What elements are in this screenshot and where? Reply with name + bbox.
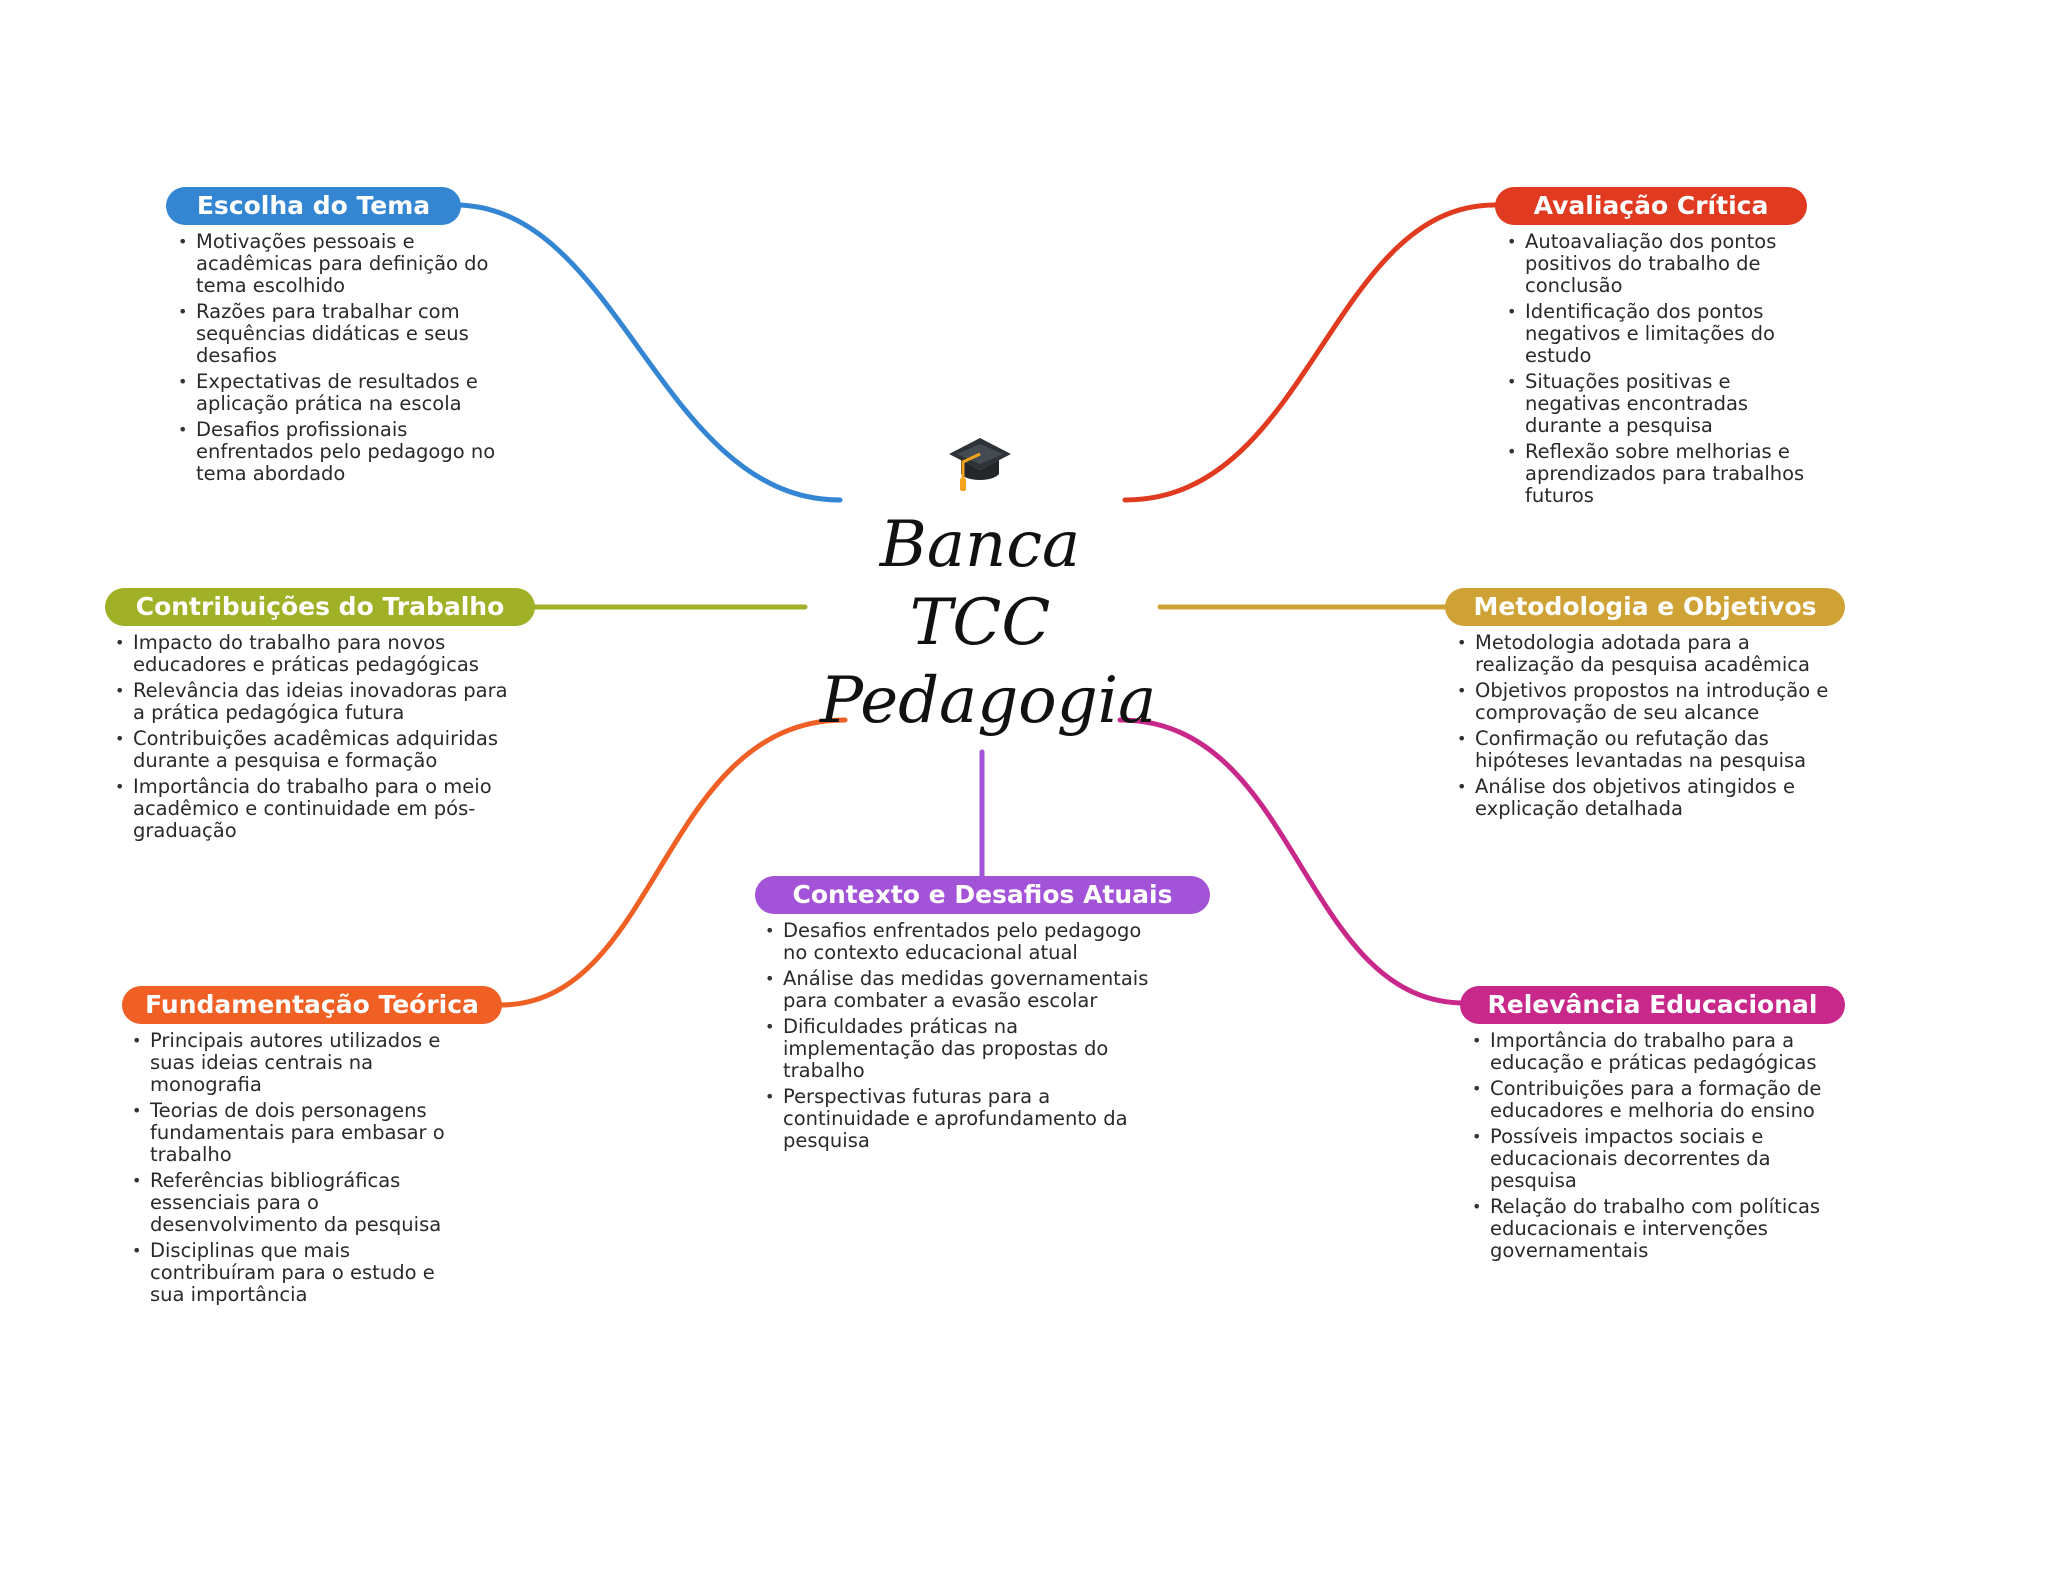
branch-fundamentacao-teorica: Fundamentação Teórica Principais autores… <box>122 986 512 1310</box>
branch-contribuicoes-do-trabalho: Contribuições do Trabalho Impacto do tra… <box>105 588 535 846</box>
branch-title-escolha-do-tema[interactable]: Escolha do Tema <box>166 187 461 225</box>
central-title: Banca TCC Pedagogia <box>820 506 1157 740</box>
central-title-line-2: TCC <box>909 586 1051 660</box>
branch-items-avaliacao-critica: Autoavaliação dos pontos positivos do tr… <box>1501 231 1825 507</box>
list-item: Principais autores utilizados e suas ide… <box>126 1030 466 1096</box>
branch-items-metodologia-e-objetivos: Metodologia adotada para a realização da… <box>1451 632 1836 820</box>
list-item: Teorias de dois personagens fundamentais… <box>126 1100 466 1166</box>
branch-items-contexto-e-desafios-atuais: Desafios enfrentados pelo pedagogo no co… <box>759 920 1159 1152</box>
list-item: Reflexão sobre melhorias e aprendizados … <box>1501 441 1825 507</box>
list-item: Perspectivas futuras para a continuidade… <box>759 1086 1159 1152</box>
branch-escolha-do-tema: Escolha do Tema Motivações pessoais e ac… <box>166 187 496 489</box>
list-item: Metodologia adotada para a realização da… <box>1451 632 1836 676</box>
branch-items-fundamentacao-teorica: Principais autores utilizados e suas ide… <box>126 1030 466 1306</box>
branch-avaliacao-critica: Avaliação Crítica Autoavaliação dos pont… <box>1495 187 1825 511</box>
list-item: Importância do trabalho para o meio acad… <box>109 776 514 842</box>
list-item: Situações positivas e negativas encontra… <box>1501 371 1825 437</box>
list-item: Referências bibliográficas essenciais pa… <box>126 1170 466 1236</box>
list-item: Dificuldades práticas na implementação d… <box>759 1016 1159 1082</box>
list-item: Importância do trabalho para a educação … <box>1466 1030 1826 1074</box>
list-item: Impacto do trabalho para novos educadore… <box>109 632 514 676</box>
branch-title-avaliacao-critica[interactable]: Avaliação Crítica <box>1495 187 1807 225</box>
branch-items-relevancia-educacional: Importância do trabalho para a educação … <box>1466 1030 1826 1262</box>
graduation-cap-icon <box>949 438 1011 491</box>
list-item: Análise das medidas governamentais para … <box>759 968 1159 1012</box>
list-item: Relação do trabalho com políticas educac… <box>1466 1196 1826 1262</box>
list-item: Autoavaliação dos pontos positivos do tr… <box>1501 231 1825 297</box>
list-item: Disciplinas que mais contribuíram para o… <box>126 1240 466 1306</box>
branch-title-fundamentacao-teorica[interactable]: Fundamentação Teórica <box>122 986 502 1024</box>
connector-fundamentacao <box>497 717 848 1008</box>
list-item: Identificação dos pontos negativos e lim… <box>1501 301 1825 367</box>
central-topic: Banca TCC Pedagogia <box>820 430 1157 740</box>
branch-metodologia-e-objetivos: Metodologia e Objetivos Metodologia adot… <box>1445 588 1845 824</box>
list-item: Motivações pessoais e acadêmicas para de… <box>172 231 496 297</box>
branch-relevancia-educacional: Relevância Educacional Importância do tr… <box>1460 986 1850 1266</box>
list-item: Possíveis impactos sociais e educacionai… <box>1466 1126 1826 1192</box>
list-item: Expectativas de resultados e aplicação p… <box>172 371 496 415</box>
branch-contexto-e-desafios-atuais: Contexto e Desafios Atuais Desafios enfr… <box>755 876 1210 1156</box>
connector-relevancia <box>1117 717 1468 1006</box>
list-item: Contribuições acadêmicas adquiridas dura… <box>109 728 514 772</box>
list-item: Razões para trabalhar com sequências did… <box>172 301 496 367</box>
branch-items-escolha-do-tema: Motivações pessoais e acadêmicas para de… <box>172 231 496 485</box>
list-item: Objetivos propostos na introdução e comp… <box>1451 680 1836 724</box>
branch-items-contribuicoes-do-trabalho: Impacto do trabalho para novos educadore… <box>109 632 514 842</box>
list-item: Desafios enfrentados pelo pedagogo no co… <box>759 920 1159 964</box>
list-item: Análise dos objetivos atingidos e explic… <box>1451 776 1836 820</box>
branch-title-metodologia-e-objetivos[interactable]: Metodologia e Objetivos <box>1445 588 1845 626</box>
branch-title-relevancia-educacional[interactable]: Relevância Educacional <box>1460 986 1845 1024</box>
list-item: Confirmação ou refutação das hipóteses l… <box>1451 728 1836 772</box>
connector-escolha <box>452 202 843 503</box>
branch-title-contexto-e-desafios-atuais[interactable]: Contexto e Desafios Atuais <box>755 876 1210 914</box>
list-item: Relevância das ideias inovadoras para a … <box>109 680 514 724</box>
branch-title-contribuicoes-do-trabalho[interactable]: Contribuições do Trabalho <box>105 588 535 626</box>
list-item: Desafios profissionais enfrentados pelo … <box>172 419 496 485</box>
central-title-line-3: Pedagogia <box>820 664 1157 738</box>
connector-avaliacao <box>1122 202 1498 503</box>
central-title-line-1: Banca <box>879 508 1081 582</box>
list-item: Contribuições para a formação de educado… <box>1466 1078 1826 1122</box>
